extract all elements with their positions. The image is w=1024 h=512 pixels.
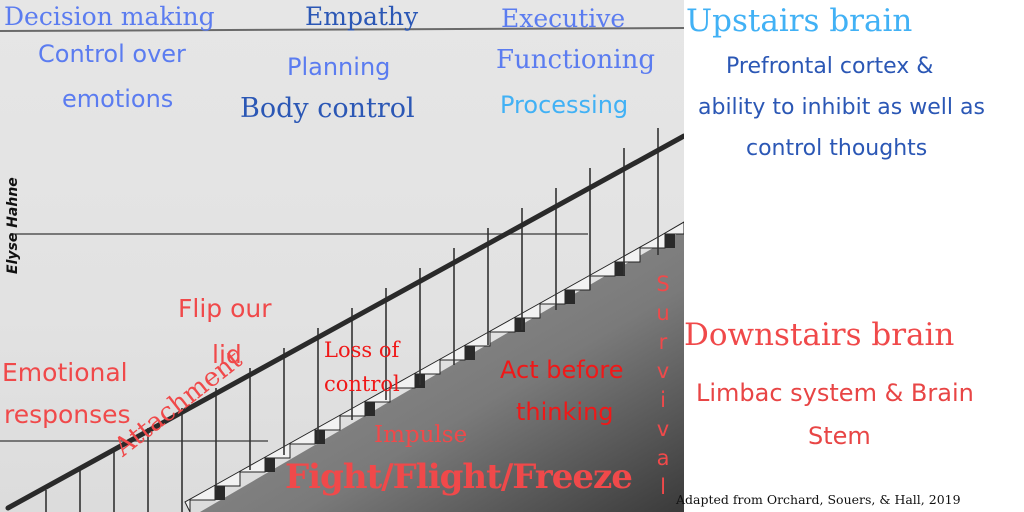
survival-letter: S — [656, 272, 670, 296]
legend-panel: Upstairs brain Prefrontal cortex & abili… — [676, 0, 1024, 512]
term-flip-lid-line2: lid — [212, 340, 242, 369]
survival-letter: i — [660, 388, 666, 412]
downstairs-brain-title: Downstairs brain — [684, 317, 955, 353]
term-executive: Executive — [501, 4, 626, 33]
survival-letter: u — [656, 301, 670, 325]
term-empathy: Empathy — [305, 2, 419, 31]
staircase-photo: Elyse Hahne Decision making Empathy Exec… — [0, 0, 684, 512]
staircase-illustration — [0, 27, 684, 512]
upstairs-brain-title: Upstairs brain — [686, 3, 913, 39]
survival-letter: v — [656, 417, 670, 441]
survival-letter: a — [656, 446, 670, 470]
term-planning: Planning — [287, 53, 391, 81]
upstairs-desc-line1: Prefrontal cortex & — [726, 54, 934, 79]
term-loss-of-control-line1: Loss of — [324, 338, 400, 362]
term-control-over-line2: emotions — [62, 85, 174, 113]
term-survival-vertical: S u r v i v a l — [653, 270, 673, 502]
term-act-before-thinking-line2: thinking — [516, 398, 614, 426]
term-fight-flight-freeze: Fight/Flight/Freeze — [285, 457, 633, 497]
term-decision-making: Decision making — [4, 2, 215, 31]
term-functioning: Functioning — [496, 45, 655, 75]
upstairs-desc-line2: ability to inhibit as well as — [698, 95, 985, 120]
citation: Adapted from Orchard, Souers, & Hall, 20… — [676, 492, 961, 507]
term-body-control: Body control — [240, 93, 415, 124]
term-emotional-responses-line2: responses — [4, 400, 131, 429]
term-processing: Processing — [500, 91, 629, 119]
term-impulse: Impulse — [374, 422, 468, 448]
survival-letter: l — [660, 475, 666, 499]
term-flip-lid-line1: Flip our — [178, 294, 272, 323]
survival-letter: r — [658, 330, 668, 354]
survival-letter: v — [656, 359, 670, 383]
term-control-over-line1: Control over — [38, 40, 186, 68]
term-loss-of-control-line2: control — [324, 372, 400, 396]
upstairs-desc-line3: control thoughts — [746, 136, 928, 161]
term-act-before-thinking-line1: Act before — [500, 356, 624, 384]
term-emotional-responses-line1: Emotional — [2, 358, 128, 387]
downstairs-desc-line1: Limbac system & Brain — [696, 379, 974, 407]
downstairs-desc-line2: Stem — [808, 422, 871, 450]
watermark-signature: Elyse Hahne — [5, 177, 21, 274]
